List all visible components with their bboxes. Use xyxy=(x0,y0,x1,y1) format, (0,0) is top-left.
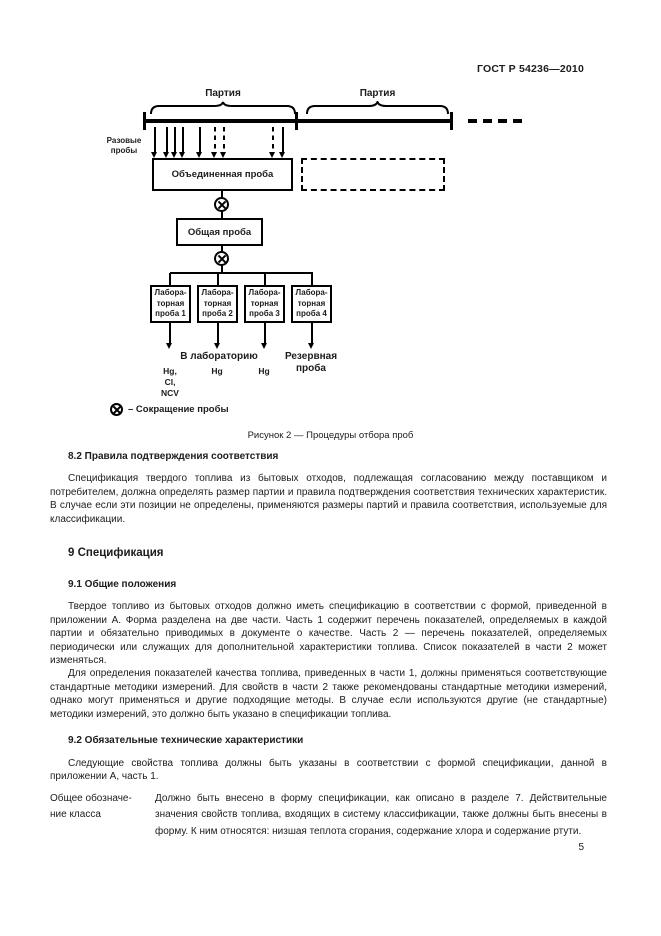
analytes-lab3: Hg xyxy=(258,366,270,376)
batch-boundary-tick xyxy=(450,112,453,130)
fuel-stream-line xyxy=(144,119,453,123)
sample-reduction-icon xyxy=(214,251,229,266)
increment-arrow xyxy=(151,127,158,158)
sample-reduction-icon xyxy=(110,403,123,416)
lab-sample-2-box: Лабора- торная проба 2 xyxy=(197,285,238,323)
increment-arrow-dashed xyxy=(220,127,227,158)
section-9-heading: 9 Спецификация xyxy=(68,547,164,560)
branch-drop-line xyxy=(217,273,219,285)
lab-sample-arrow xyxy=(166,323,173,349)
increment-arrow-dashed xyxy=(211,127,218,158)
brace-batch-2 xyxy=(306,101,449,115)
increment-arrow xyxy=(171,127,178,158)
figure-legend: – Сокращение пробы xyxy=(110,403,229,416)
reserve-sample-label: Резервная проба xyxy=(284,351,338,374)
analytes-lab2: Hg xyxy=(211,366,223,376)
lab-sample-4-box: Лабора- торная проба 4 xyxy=(291,285,332,323)
branch-drop-line xyxy=(169,273,171,285)
legend-text: – Сокращение пробы xyxy=(128,404,229,415)
connector-line xyxy=(221,191,223,198)
figure-caption: Рисунок 2 — Процедуры отбора проб xyxy=(247,430,414,441)
connector-line xyxy=(221,265,223,274)
lab-sample-3-box: Лабора- торная проба 3 xyxy=(244,285,285,323)
batch-boundary-tick xyxy=(143,112,146,130)
increments-label: Разовые пробы xyxy=(106,136,142,155)
section-9-1-paragraph-1: Твердое топливо из бытовых отходов должн… xyxy=(50,601,607,666)
branch-line xyxy=(170,272,313,274)
section-9-1-paragraph-2: Для определения показателей качества топ… xyxy=(50,668,607,720)
section-9-1-heading: 9.1 Общие положения xyxy=(68,578,177,590)
batch-1-label: Партия xyxy=(205,88,241,99)
page-number: 5 xyxy=(578,842,584,853)
fuel-stream-line-continued xyxy=(468,119,528,123)
section-9-2-paragraph: Следующие свойства топлива должны быть у… xyxy=(50,757,607,783)
section-9-2-heading: 9.2 Обязательные технические характерист… xyxy=(68,735,304,747)
sample-reduction-icon xyxy=(214,197,229,212)
class-designation-definition: Должно быть внесено в форму спецификации… xyxy=(155,792,607,837)
analytes-lab1: Hg, Cl, NCV xyxy=(161,366,179,398)
increment-arrow xyxy=(196,127,203,158)
next-batch-sample-box-dashed xyxy=(301,158,445,191)
lab-sample-arrow xyxy=(214,323,221,349)
increment-arrow xyxy=(279,127,286,158)
section-8-2-paragraph: Спецификация твердого топлива из бытовых… xyxy=(50,473,607,525)
brace-batch-1 xyxy=(150,101,296,115)
batch-2-label: Партия xyxy=(359,88,396,99)
lab-sample-arrow xyxy=(308,323,315,349)
increment-arrow xyxy=(179,127,186,158)
connector-line xyxy=(221,211,223,219)
class-designation-term: Общее обозначе- ние класса xyxy=(50,792,132,821)
branch-drop-line xyxy=(311,273,313,285)
increment-arrow xyxy=(163,127,170,158)
lab-sample-1-box: Лабора- торная проба 1 xyxy=(150,285,191,323)
connector-line xyxy=(221,246,223,252)
standard-number: ГОСТ Р 54236—2010 xyxy=(476,63,584,75)
text-body: 8.2 Правила подтверждения соответствия С… xyxy=(50,450,607,840)
batch-boundary-tick xyxy=(295,112,298,130)
class-designation-row: Общее обозначе- ние класса Должно быть в… xyxy=(50,791,607,841)
combined-sample-box: Объединенная проба xyxy=(152,158,293,191)
increment-arrow-dashed xyxy=(269,127,276,158)
general-sample-box: Общая проба xyxy=(176,218,263,246)
branch-drop-line xyxy=(264,273,266,285)
section-8-2-heading: 8.2 Правила подтверждения соответствия xyxy=(68,451,279,462)
lab-sample-arrow xyxy=(261,323,268,349)
to-laboratory-label: В лабораторию xyxy=(180,351,258,362)
